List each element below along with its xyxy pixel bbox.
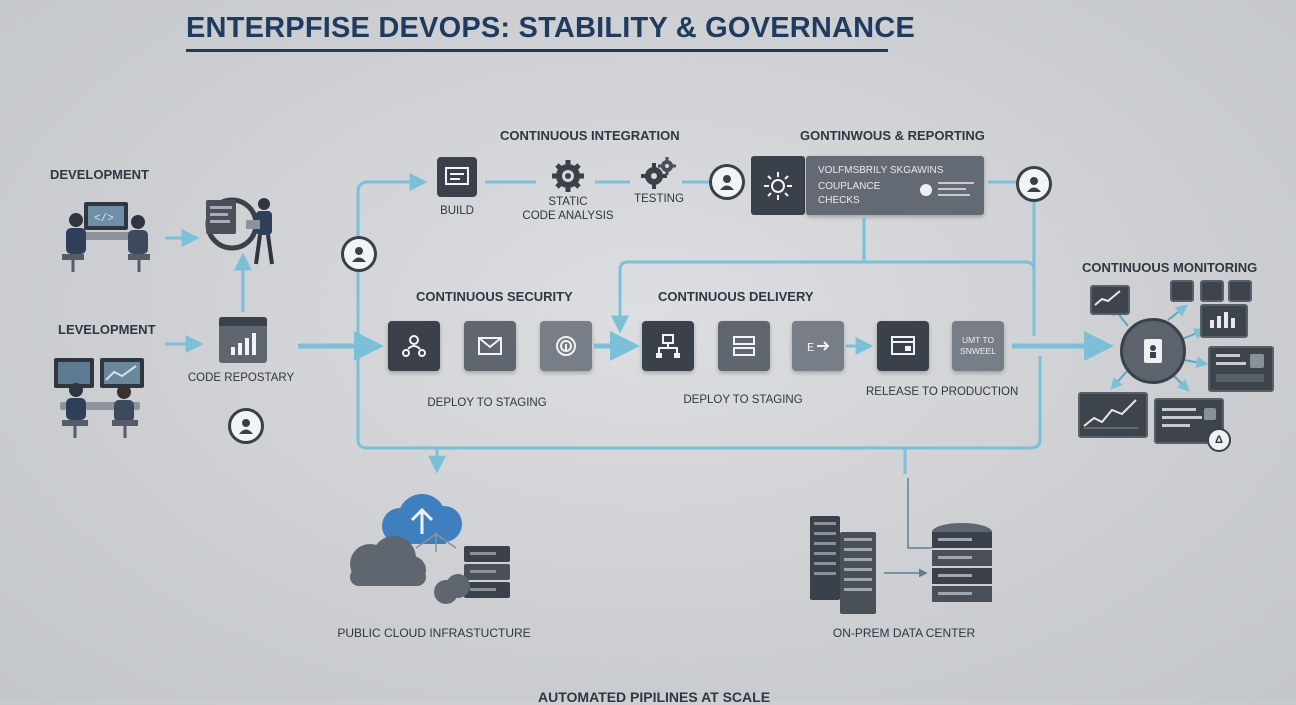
svg-text:E: E (807, 341, 814, 355)
trend-chart-icon (1083, 399, 1138, 429)
status-dot-icon (920, 184, 932, 196)
window-icon (445, 167, 469, 185)
compliance-text: COUPLANCE (818, 181, 881, 192)
cloud-icon (434, 574, 470, 604)
vulnerability-scan-icon[interactable] (751, 156, 805, 215)
delivery-deploy-caption: DEPLOY TO STAGING (683, 394, 803, 406)
server-rack-icon (733, 336, 755, 356)
monitor-chart-widget[interactable] (1090, 285, 1130, 315)
delivery-code-tile[interactable]: E (792, 321, 844, 371)
delivery-approval-tile[interactable] (642, 321, 694, 371)
on-prem-data-center-illustration (810, 516, 992, 614)
monitor-trend-widget[interactable] (1078, 392, 1148, 438)
continuous-security-label: CONTINUOUS SECURITY (416, 289, 573, 304)
server-tower-icon (840, 532, 876, 614)
cloud-icon (350, 536, 426, 586)
release-tile[interactable] (877, 321, 929, 371)
release-to-production-label: RELEASE TO PRODUCTION (866, 386, 1019, 398)
continuous-monitoring-label: CONTINUOUS MONITORING (1082, 260, 1258, 275)
continuous-reporting-label: GONTINWOUS & REPORTING (800, 128, 985, 143)
svg-text:</>: </> (94, 213, 114, 225)
user-avatar-icon[interactable] (341, 236, 377, 272)
developers-desk-illustration-top: </> (62, 202, 150, 272)
cloud-icon (382, 494, 462, 544)
bar-chart-icon (231, 333, 256, 355)
build-label: BUILD (440, 205, 474, 217)
line-chart-icon (1094, 290, 1121, 306)
fingerprint-icon (556, 336, 576, 356)
on-prem-label: ON-PREM DATA CENTER (832, 626, 976, 640)
code-arrow-icon: E (807, 341, 830, 355)
monitoring-hub-icon[interactable] (1120, 318, 1186, 384)
radar-icon (764, 171, 792, 200)
public-cloud-label: PUBLIC CLOUD INFRASTUCTURE (337, 626, 531, 640)
security-deploy-caption: DEPLOY TO STAGING (427, 397, 547, 409)
development-label-bottom: LEVELOPMENT (58, 322, 156, 337)
server-stack-icon (464, 546, 510, 598)
server-stack-icon (932, 523, 992, 602)
continuous-integration-label: CONTINUOUS INTEGRATION (500, 128, 680, 143)
reporting-panel: VOLFMSBRILY SKGAWINS COUPLANCE CHECKS (806, 156, 984, 215)
security-mail-tile[interactable] (464, 321, 516, 371)
alert-document-icon (1144, 339, 1162, 363)
checks-text: CHECKS (818, 195, 860, 206)
static-code-analysis-label: STATIC CODE ANALYSIS (522, 196, 614, 222)
server-tower-icon (810, 516, 840, 600)
gear-icon[interactable] (550, 158, 586, 194)
code-repository-icon[interactable] (219, 317, 267, 363)
bar-chart-icon (1210, 312, 1235, 328)
monitor-grid-widget[interactable] (1170, 280, 1194, 302)
title-underline (186, 49, 888, 52)
delivery-server-tile[interactable] (718, 321, 770, 371)
continuous-delivery-label: CONTINUOUS DELIVERY (658, 289, 814, 304)
development-label-top: DEVELOPMENT (50, 167, 149, 182)
user-avatar-icon[interactable] (709, 164, 745, 200)
developer-with-laptop-illustration (205, 197, 274, 265)
org-chart-icon (656, 334, 680, 358)
browser-window-icon (891, 336, 915, 355)
monitor-bars-widget[interactable] (1200, 304, 1248, 338)
team-icon (402, 335, 426, 357)
build-icon[interactable] (437, 157, 477, 197)
code-repository-label: CODE REPOSTARY (187, 372, 295, 384)
page-title: ENTERPFISE DEVOPS: STABILITY & GOVERNANC… (186, 12, 915, 44)
security-fingerprint-tile[interactable] (540, 321, 592, 371)
footer-caption: AUTOMATED PIPILINES AT SCALE (538, 689, 771, 705)
release-environment-tile[interactable]: UMT TO SNWEEL (952, 321, 1004, 371)
monitor-grid-widget[interactable] (1228, 280, 1252, 302)
developers-desk-illustration-bottom (54, 358, 144, 438)
user-avatar-icon[interactable] (228, 408, 264, 444)
gears-testing-icon[interactable] (640, 156, 676, 192)
public-cloud-illustration (350, 494, 510, 604)
monitor-dashboard-widget[interactable] (1208, 346, 1274, 392)
vulnerability-scanning-text: VOLFMSBRILY SKGAWINS (818, 165, 944, 176)
security-team-tile[interactable] (388, 321, 440, 371)
user-avatar-icon[interactable] (1016, 166, 1052, 202)
testing-label: TESTING (634, 193, 684, 205)
monitor-grid-widget[interactable] (1200, 280, 1224, 302)
warning-icon[interactable]: Δ (1207, 428, 1231, 452)
envelope-icon (478, 337, 502, 355)
